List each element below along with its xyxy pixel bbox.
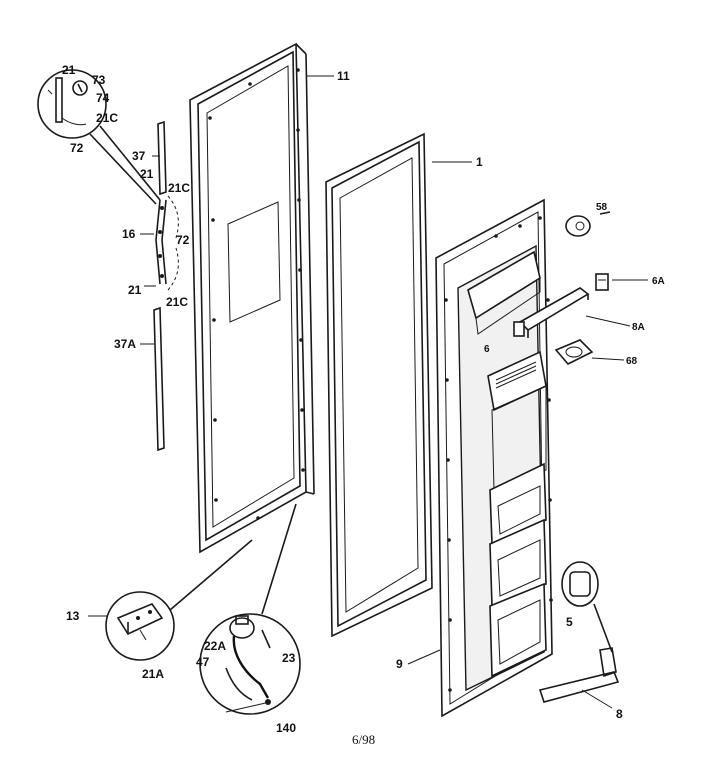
part-58-cap	[565, 211, 611, 237]
outer-door-panel	[189, 42, 315, 554]
label-37a: 37A	[114, 337, 136, 351]
label-21c-lower: 21C	[166, 295, 188, 309]
door-gasket	[325, 132, 433, 638]
label-140: 140	[276, 721, 296, 735]
label-21-upper: 21	[140, 167, 154, 181]
label-8: 8	[616, 707, 623, 721]
inner-door-liner	[435, 198, 553, 718]
label-21c-upper: 21C	[168, 181, 190, 195]
label-8a: 8A	[632, 322, 645, 333]
leader-9	[407, 649, 441, 665]
leader-8	[581, 689, 613, 709]
label-21-lower: 21	[128, 283, 142, 297]
label-5: 5	[566, 615, 573, 629]
label-16: 16	[122, 227, 136, 241]
label-72: 72	[176, 233, 190, 247]
part-8a-rail	[518, 287, 590, 338]
part-5-pad	[561, 561, 613, 653]
label-21-detail: 21	[62, 63, 76, 77]
label-21a: 21A	[142, 667, 164, 681]
page-code: 6/98	[352, 732, 375, 747]
label-68: 68	[626, 356, 638, 367]
bracket-detail-callout	[105, 539, 253, 661]
hinge-assembly	[153, 120, 179, 452]
hinge-detail-callout	[37, 69, 161, 205]
label-21c-detail: 21C	[96, 111, 118, 125]
label-11: 11	[337, 69, 350, 83]
part-6a-clip	[595, 273, 609, 291]
label-72-detail: 72	[70, 141, 84, 155]
part-6-clip	[513, 321, 525, 337]
dispenser-grille	[495, 361, 537, 389]
label-13: 13	[66, 609, 80, 623]
door-screw-holes	[208, 68, 305, 520]
label-37: 37	[132, 149, 146, 163]
label-74: 74	[96, 91, 110, 105]
label-58: 58	[596, 202, 608, 213]
leader-8a	[585, 315, 631, 327]
label-22a: 22A	[204, 639, 226, 653]
label-47: 47	[196, 655, 210, 669]
leader-68	[591, 357, 625, 361]
label-6a: 6A	[652, 276, 665, 287]
switch-detail-callout	[199, 503, 301, 715]
label-9: 9	[396, 657, 403, 671]
label-6: 6	[484, 344, 490, 355]
part-8-trim	[538, 647, 620, 703]
part-68-actuator	[554, 339, 594, 365]
label-73: 73	[92, 73, 106, 87]
label-1: 1	[476, 155, 483, 169]
label-23: 23	[282, 651, 296, 665]
liner-screw-holes	[444, 216, 553, 692]
